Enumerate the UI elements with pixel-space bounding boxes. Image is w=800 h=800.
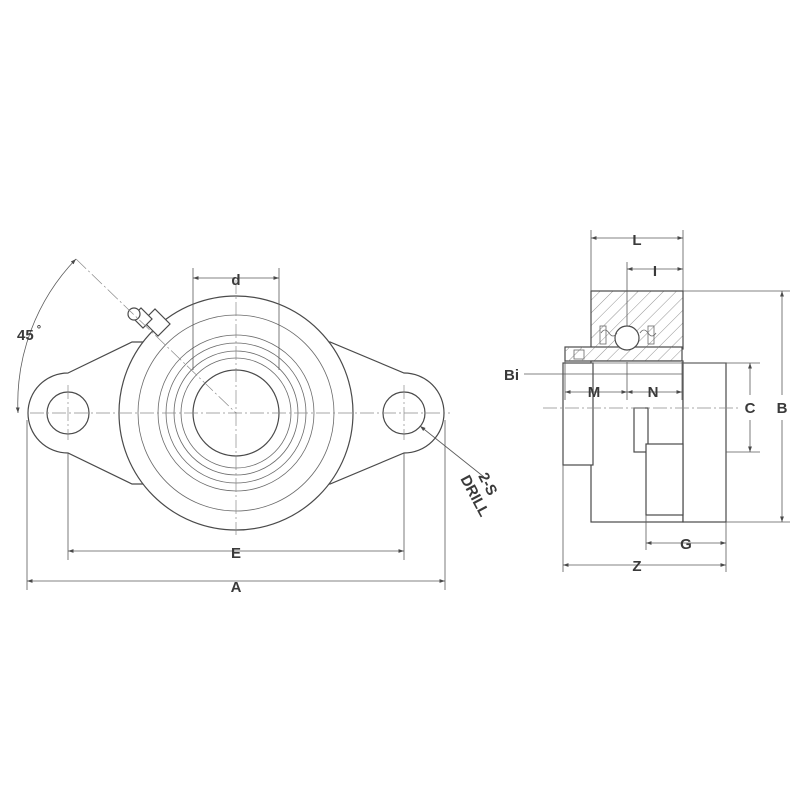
dim-label-B: B: [777, 400, 788, 417]
dim-label-d: d: [231, 272, 240, 289]
dim-label-L: L: [632, 232, 641, 249]
side-view: L I Bi M N C B G: [504, 230, 790, 575]
drill-note: 2-S DRILL: [457, 470, 501, 520]
dim-label-N: N: [648, 384, 659, 401]
dim-label-Bi: Bi: [504, 367, 519, 384]
dim-label-C: C: [745, 400, 756, 417]
grease-fitting-icon: [127, 307, 171, 337]
dim-label-E: E: [231, 545, 241, 562]
angle-label: 45°: [17, 324, 41, 344]
dim-label-A: A: [231, 579, 242, 596]
front-view: d 45° E A 2-S DRILL: [15, 258, 501, 596]
dim-label-Z: Z: [632, 558, 641, 575]
ball-icon: [614, 325, 640, 351]
dim-label-G: G: [680, 536, 692, 553]
dim-label-M: M: [588, 384, 601, 401]
dim-label-I: I: [653, 263, 657, 280]
